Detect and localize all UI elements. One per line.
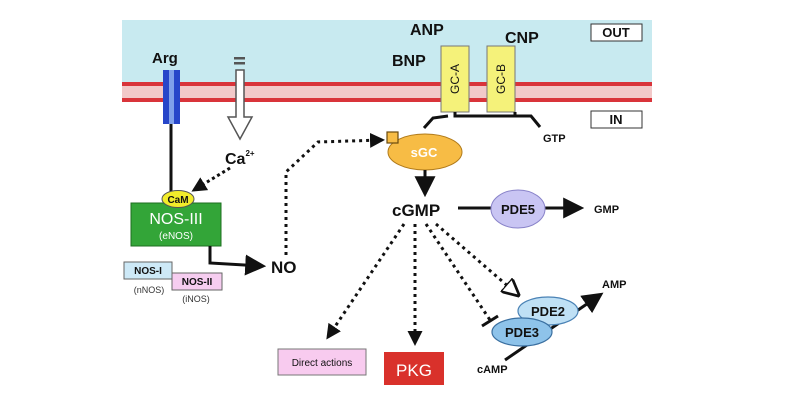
extracellular-space xyxy=(122,20,652,82)
pde3-label: PDE3 xyxy=(505,325,539,340)
cnp-label: CNP xyxy=(505,30,539,47)
gmp-label: GMP xyxy=(594,204,619,216)
nos1-label: NOS-I xyxy=(134,266,162,277)
receptor-to-sgc-line xyxy=(422,114,449,130)
gc-b-receptor: GC-B xyxy=(486,45,516,113)
direct-actions-box: Direct actions xyxy=(277,348,367,376)
cgmp-inhibits-pde3-line xyxy=(424,223,492,321)
nos3-enzyme: NOS-III (eNOS) xyxy=(130,202,222,247)
calcium-to-cam-arrow xyxy=(191,166,231,192)
pde3-enzyme: PDE3 xyxy=(491,317,553,347)
sgc-enzyme: sGC xyxy=(386,131,463,171)
cell-membrane xyxy=(122,82,652,102)
pde2-label: PDE2 xyxy=(531,304,565,319)
pkg-box: PKG xyxy=(384,352,444,385)
nos2-enzyme: NOS-II (iNOS) xyxy=(171,272,223,304)
pde3-inhibition-bar xyxy=(481,314,499,328)
camp-label: cAMP xyxy=(477,364,508,376)
nos-to-no-arrow xyxy=(208,246,267,276)
amp-label: AMP xyxy=(602,279,626,291)
gc-b-label: GC-B xyxy=(494,64,508,94)
camp-to-amp-arrow xyxy=(504,292,604,362)
nos2-label: NOS-II xyxy=(182,277,213,288)
cgmp-to-direct-actions-arrow xyxy=(326,223,406,340)
calcium-label: Ca2+ xyxy=(225,149,255,168)
nos1-sub-label: (nNOS) xyxy=(134,285,165,295)
nos2-sub-label: (iNOS) xyxy=(182,294,210,304)
gtp-label: GTP xyxy=(543,133,566,145)
no-to-sgc-arrow xyxy=(284,132,385,255)
anp-label: ANP xyxy=(410,22,444,39)
calmodulin: CaM xyxy=(161,190,195,208)
no-label: NO xyxy=(271,258,297,277)
pde5-label: PDE5 xyxy=(501,202,535,217)
in-label: IN xyxy=(610,112,623,127)
nos3-label: NOS-III xyxy=(149,211,202,228)
bnp-label: BNP xyxy=(392,53,426,70)
in-compartment-label: IN xyxy=(590,110,643,129)
cam-label: CaM xyxy=(167,195,188,206)
pkg-label: PKG xyxy=(396,361,432,380)
out-label: OUT xyxy=(602,25,630,40)
gc-a-receptor: GC-A xyxy=(440,45,470,113)
sgc-label: sGC xyxy=(411,145,438,160)
gc-a-label: GC-A xyxy=(448,64,462,94)
calcium-channel-icon xyxy=(226,57,254,141)
arg-label: Arg xyxy=(152,50,178,67)
cgmp-activates-pde2-arrow xyxy=(435,222,517,294)
nos1-enzyme: NOS-I (nNOS) xyxy=(123,261,173,295)
direct-actions-label: Direct actions xyxy=(292,358,353,369)
nos3-sub-label: (eNOS) xyxy=(159,231,193,242)
cgmp-label: cGMP xyxy=(392,201,440,220)
pde5-enzyme: PDE5 xyxy=(490,189,546,229)
arginine-transporter xyxy=(163,70,180,124)
out-compartment-label: OUT xyxy=(590,23,643,42)
gtp-line xyxy=(485,114,542,128)
